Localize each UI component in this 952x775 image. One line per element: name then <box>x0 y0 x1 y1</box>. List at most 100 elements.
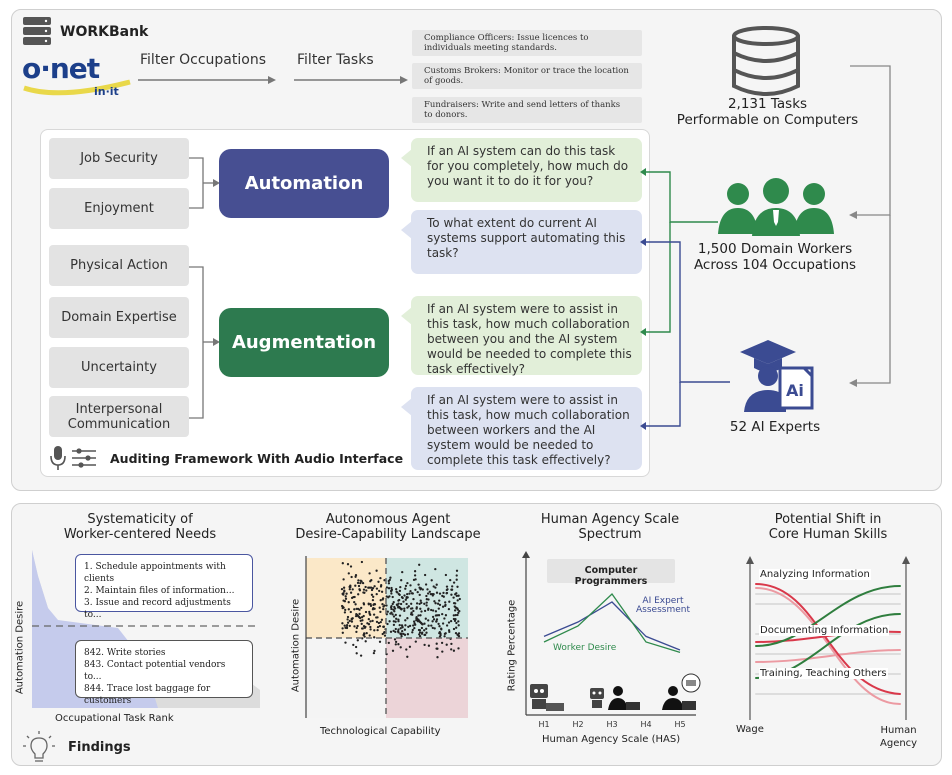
tasks-database-icon <box>732 26 800 96</box>
scatter-point <box>406 617 409 620</box>
scatter-point <box>435 619 438 623</box>
scatter-point <box>414 623 417 626</box>
scatter-point <box>354 575 357 578</box>
skill-label: Documenting Information <box>759 625 890 636</box>
scatter-point <box>399 585 402 589</box>
scatter-point <box>354 645 358 649</box>
scatter-point <box>427 608 430 611</box>
scatter-point <box>437 622 440 626</box>
scatter-point <box>438 592 442 595</box>
scatter-point <box>455 578 458 581</box>
scatter-point <box>423 573 427 577</box>
scatter-point <box>347 601 350 604</box>
scatter-point <box>452 581 456 584</box>
scatter-point <box>457 624 460 627</box>
scatter-point <box>429 592 432 596</box>
scatter-point <box>362 614 365 618</box>
scatter-point <box>341 622 344 625</box>
scatter-point <box>354 614 358 618</box>
scatter-point <box>391 613 394 616</box>
scatter-point <box>458 597 461 601</box>
svg-text:Ai: Ai <box>786 381 804 400</box>
scatter-point <box>418 633 421 636</box>
logo-swoosh <box>23 79 131 96</box>
scatter-point <box>358 589 362 592</box>
scatter-point <box>426 588 429 591</box>
scatter-point <box>430 608 433 612</box>
scatter-point <box>372 651 376 655</box>
scatter-point <box>351 588 354 591</box>
scatter-point <box>400 624 404 627</box>
scatter-point <box>406 581 409 585</box>
scatter-point <box>404 619 407 622</box>
scatter-point <box>424 583 428 586</box>
panel1-ylabel: Automation Desire <box>14 600 26 695</box>
scatter-point <box>391 602 394 606</box>
has-tick-label: H1 <box>538 720 549 729</box>
scatter-point <box>389 606 393 609</box>
scatter-point <box>399 602 403 606</box>
scatter-point <box>438 599 441 602</box>
scatter-point <box>441 622 445 625</box>
has-tick-label: H2 <box>572 720 583 729</box>
scatter-point <box>416 620 420 623</box>
scatter-point <box>394 630 397 634</box>
scatter-point <box>364 610 368 614</box>
scatter-point <box>368 610 371 614</box>
scatter-point <box>442 591 445 595</box>
scatter-point <box>372 595 375 598</box>
scatter-point <box>400 608 403 611</box>
factor-uncertainty: Uncertainty <box>49 347 189 388</box>
scatter-point <box>441 612 444 616</box>
scatter-point <box>443 617 446 620</box>
scatter-point <box>378 640 382 643</box>
scatter-point <box>437 607 440 610</box>
scatter-point <box>357 593 360 596</box>
automation-pill: Automation <box>219 149 389 218</box>
scatter-point <box>358 616 362 620</box>
task-example: Fundraisers: Write and send letters of t… <box>412 97 642 123</box>
scatter-point <box>355 626 358 630</box>
scatter-point <box>445 585 449 588</box>
scatter-point <box>395 588 398 591</box>
scatter-point <box>396 591 399 594</box>
scatter-point <box>391 649 395 652</box>
panel3-title-line1: Human Agency Scale <box>540 512 680 527</box>
scatter-point <box>455 569 459 572</box>
scatter-point <box>362 588 366 591</box>
scatter-point <box>367 603 370 606</box>
factor-connectors <box>189 157 220 419</box>
scatter-point <box>368 572 371 575</box>
scatter-point <box>406 633 410 636</box>
scatter-point <box>445 591 449 595</box>
scatter-point <box>405 648 408 651</box>
scatter-point <box>436 602 440 605</box>
scatter-point <box>383 604 386 607</box>
scatter-point <box>387 587 391 590</box>
scatter-point <box>431 615 435 619</box>
scatter-point <box>373 649 376 653</box>
scatter-point <box>445 624 449 627</box>
scatter-point <box>399 627 402 630</box>
scatter-point <box>412 620 416 623</box>
scatter-point <box>369 586 373 589</box>
scatter-point <box>413 570 417 573</box>
scatter-point <box>356 624 359 628</box>
scatter-point <box>387 641 390 645</box>
axis-wage-label: Wage <box>736 724 764 735</box>
scatter-point <box>406 655 409 658</box>
scatter-point <box>399 646 402 649</box>
scatter-point <box>380 618 384 621</box>
scatter-point <box>438 625 441 628</box>
scatter-point <box>347 608 350 611</box>
scatter-point <box>394 620 397 623</box>
tasks-count-line2: Performable on Computers <box>676 112 859 128</box>
scatter-point <box>360 627 364 630</box>
scatter-point <box>371 587 375 590</box>
workers-line1: 1,500 Domain Workers <box>697 241 853 257</box>
scatter-point <box>400 635 403 638</box>
scatter-point <box>456 585 459 588</box>
filter-occupations-label: Filter Occupations <box>140 52 266 68</box>
scatter-point <box>419 614 422 617</box>
scatter-point <box>394 643 397 646</box>
